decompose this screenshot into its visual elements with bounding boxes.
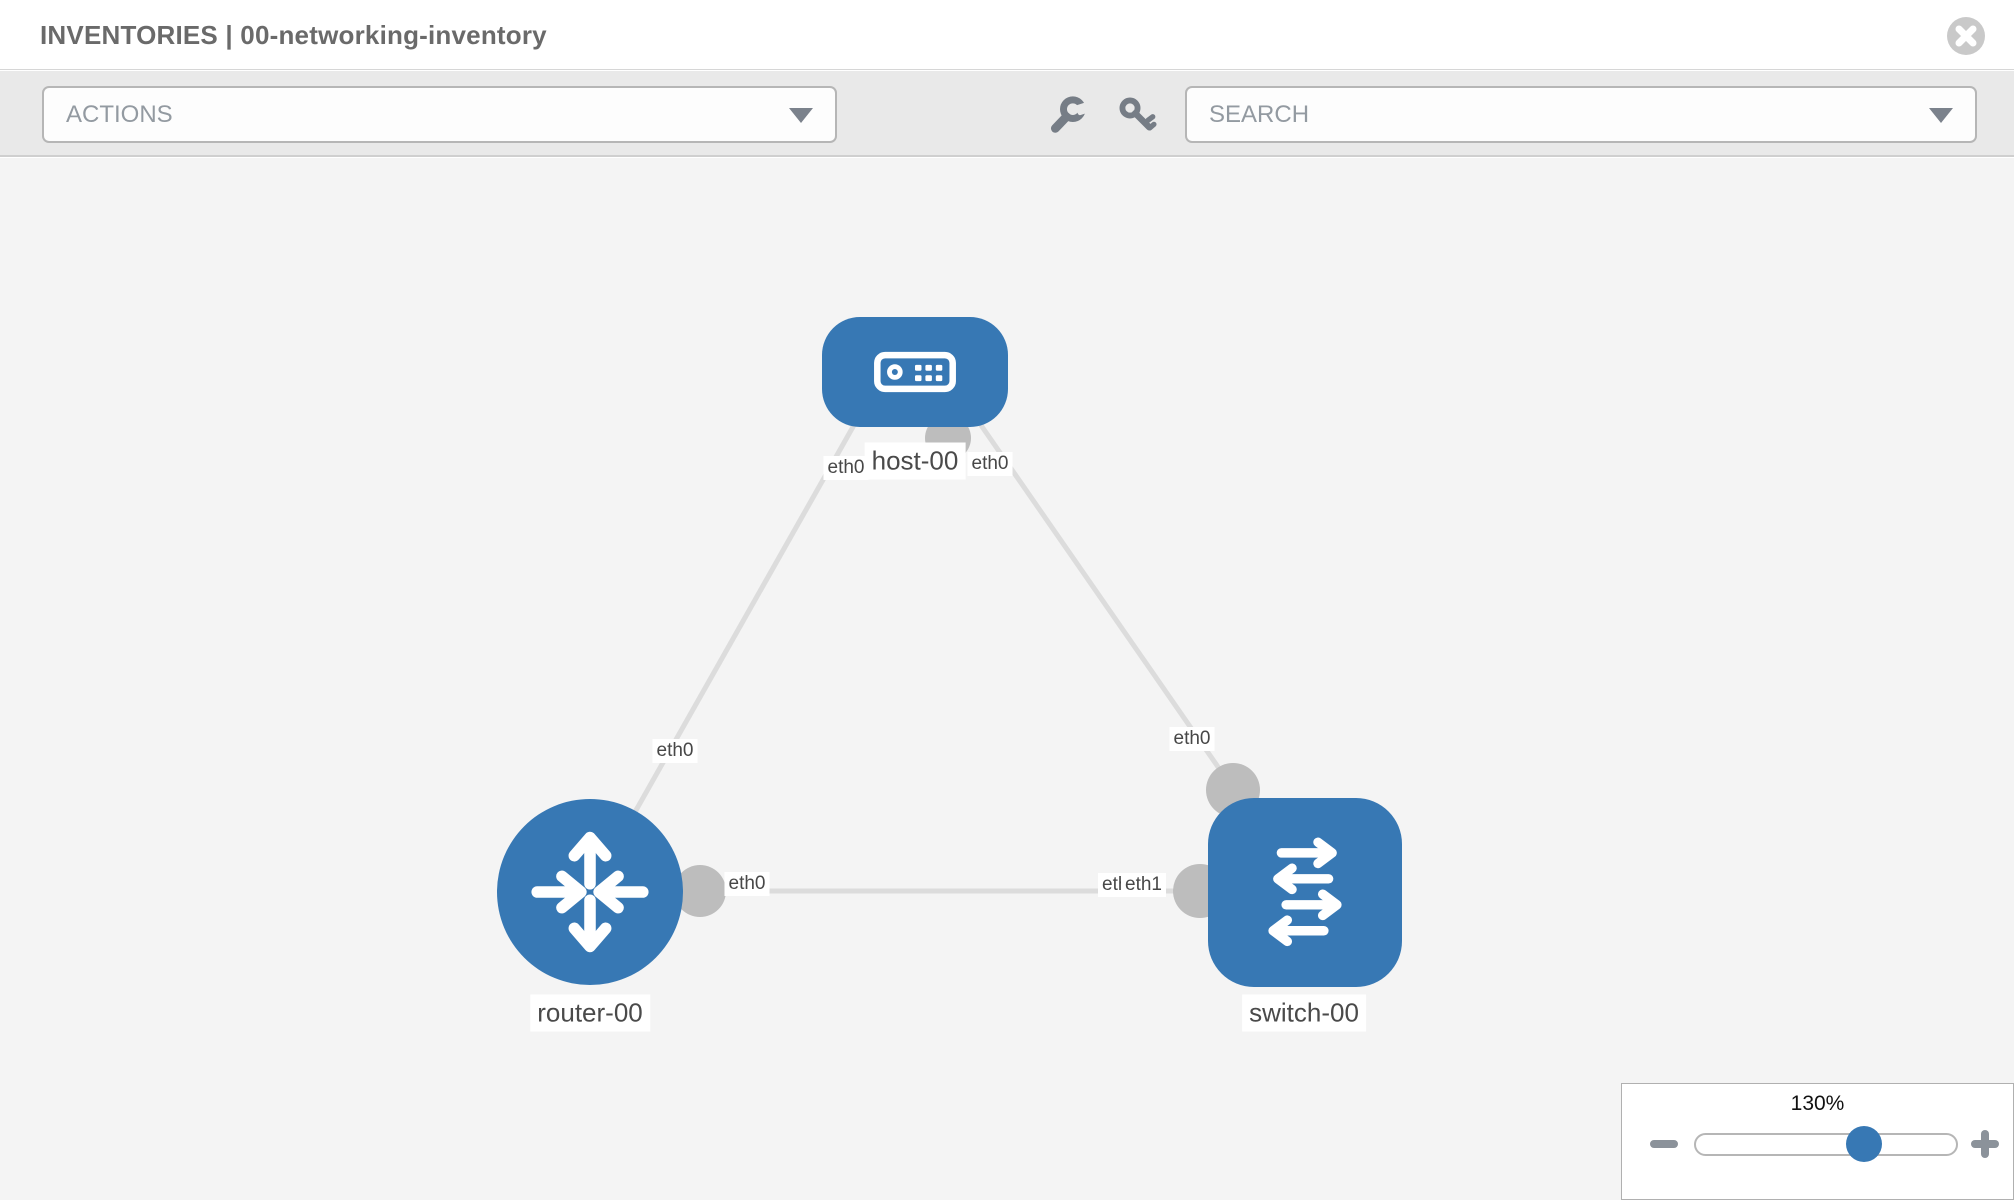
- iface-label-host-right: eth0: [967, 452, 1013, 476]
- key-icon: [1119, 97, 1157, 130]
- zoom-panel: 130%: [1621, 1083, 2014, 1200]
- iface-label-host-left: eth0: [823, 456, 869, 480]
- actions-dropdown-label: ACTIONS: [66, 100, 173, 128]
- links-layer: [589, 415, 1260, 918]
- actions-dropdown[interactable]: ACTIONS: [42, 86, 837, 143]
- zoom-out-button[interactable]: [1650, 1140, 1678, 1148]
- close-button[interactable]: [1946, 16, 1986, 56]
- chevron-down-icon: [1929, 107, 1953, 123]
- search-dropdown[interactable]: SEARCH: [1185, 86, 1977, 143]
- header: INVENTORIES | 00-networking-inventory: [0, 0, 2014, 70]
- chevron-down-icon: [789, 107, 813, 123]
- host-icon: [874, 351, 956, 393]
- toolbar: ACTIONS SEARCH: [0, 71, 2014, 157]
- node-label-host-00[interactable]: host-00: [864, 442, 966, 480]
- iface-label-switch-left-front: eth1: [1121, 873, 1166, 897]
- iface-label-host-switch-link: eth0: [1169, 727, 1215, 751]
- node-host-00[interactable]: [822, 317, 1008, 427]
- node-switch-00[interactable]: [1208, 798, 1402, 987]
- credentials-key-button[interactable]: [1108, 86, 1166, 143]
- interface-dot-router-eth0[interactable]: [674, 865, 726, 917]
- iface-label-host-router-link: eth0: [652, 739, 698, 763]
- close-icon: [1947, 17, 1985, 55]
- zoom-slider-thumb[interactable]: [1846, 1126, 1882, 1162]
- router-icon: [531, 831, 649, 953]
- iface-label-router-right: eth0: [724, 872, 770, 896]
- wrench-icon: [1050, 95, 1088, 133]
- configure-tools-button[interactable]: [1038, 86, 1096, 143]
- search-placeholder: SEARCH: [1209, 100, 1310, 128]
- node-router-00[interactable]: [497, 799, 683, 985]
- node-label-switch-00[interactable]: switch-00: [1242, 994, 1366, 1032]
- page-title: INVENTORIES | 00-networking-inventory: [40, 20, 547, 50]
- link-host-router[interactable]: [589, 416, 861, 890]
- zoom-level: 130%: [1790, 1092, 1845, 1115]
- topology-canvas[interactable]: host-00 router-00 switch-00 eth0 eth0 et…: [0, 158, 2014, 1200]
- node-label-router-00[interactable]: router-00: [530, 994, 650, 1032]
- zoom-slider[interactable]: [1694, 1126, 1958, 1162]
- zoom-in-button[interactable]: [1971, 1130, 1999, 1158]
- switch-icon: [1268, 837, 1342, 946]
